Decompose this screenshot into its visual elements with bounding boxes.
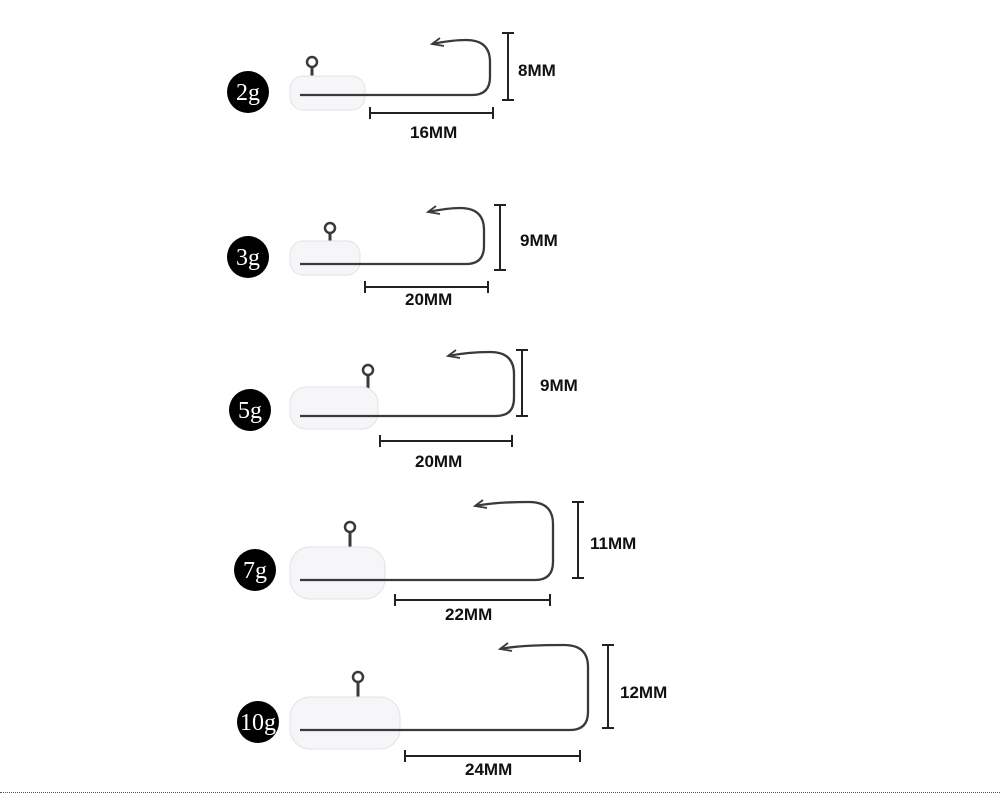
length-label: 20MM: [405, 290, 452, 309]
height-label: 8MM: [518, 61, 556, 80]
weight-badge: [234, 549, 276, 591]
weight-badge: [237, 701, 279, 743]
height-dimension-line: [494, 204, 506, 271]
jig-head: [289, 240, 361, 276]
length-dimension-line: [379, 435, 513, 447]
line-eye-icon: [351, 670, 365, 684]
hook-item: 3g 9MM 20MM: [227, 204, 558, 309]
hook-wire: [300, 38, 492, 97]
height-label: 9MM: [520, 231, 558, 250]
jig-head: [289, 386, 379, 430]
hook-wire: [300, 350, 516, 418]
height-label: 12MM: [620, 683, 667, 702]
height-dimension-line: [572, 501, 584, 579]
height-dimension-line: [602, 644, 614, 729]
weight-badge: [229, 389, 271, 431]
length-dimension-line: [364, 281, 489, 293]
jig-head: [289, 696, 401, 750]
height-dimension-line: [502, 32, 514, 101]
hook-barb: [429, 37, 445, 47]
hook-item: 2g 8MM 16MM: [227, 32, 556, 142]
length-dimension-line: [394, 594, 551, 606]
height-dimension-line: [516, 349, 528, 417]
weight-label: 5g: [238, 398, 262, 424]
weight-label: 3g: [236, 245, 260, 271]
length-dimension-line: [404, 750, 581, 762]
hook-barb: [472, 499, 488, 509]
height-label: 11MM: [590, 534, 636, 553]
length-label: 22MM: [445, 605, 492, 624]
hook-barb: [445, 349, 461, 359]
height-label: 9MM: [540, 376, 578, 395]
hook-wire: [300, 500, 555, 582]
line-eye-icon: [343, 520, 357, 534]
hook-item: 5g 9MM 20MM: [229, 349, 578, 471]
jig-head: [289, 75, 366, 111]
hook-item: 10g 12MM 24MM: [237, 642, 667, 779]
weight-label: 2g: [236, 80, 260, 106]
hook-barb: [425, 205, 441, 215]
weight-label: 10g: [240, 710, 276, 736]
line-eye-icon: [323, 221, 337, 235]
jig-head: [289, 546, 386, 600]
line-eye-icon: [361, 363, 375, 377]
length-label: 24MM: [465, 760, 512, 779]
hook-wire: [300, 643, 590, 732]
hook-item: 7g 11MM 22MM: [234, 499, 636, 624]
weight-badge: [227, 71, 269, 113]
length-dimension-line: [369, 107, 494, 119]
weight-badge: [227, 236, 269, 278]
hook-wire: [300, 206, 486, 266]
hook-barb: [497, 642, 513, 652]
weight-label: 7g: [243, 558, 267, 584]
length-label: 20MM: [415, 452, 462, 471]
length-label: 16MM: [410, 123, 457, 142]
line-eye-icon: [305, 55, 319, 69]
dotted-divider: [0, 792, 1000, 793]
